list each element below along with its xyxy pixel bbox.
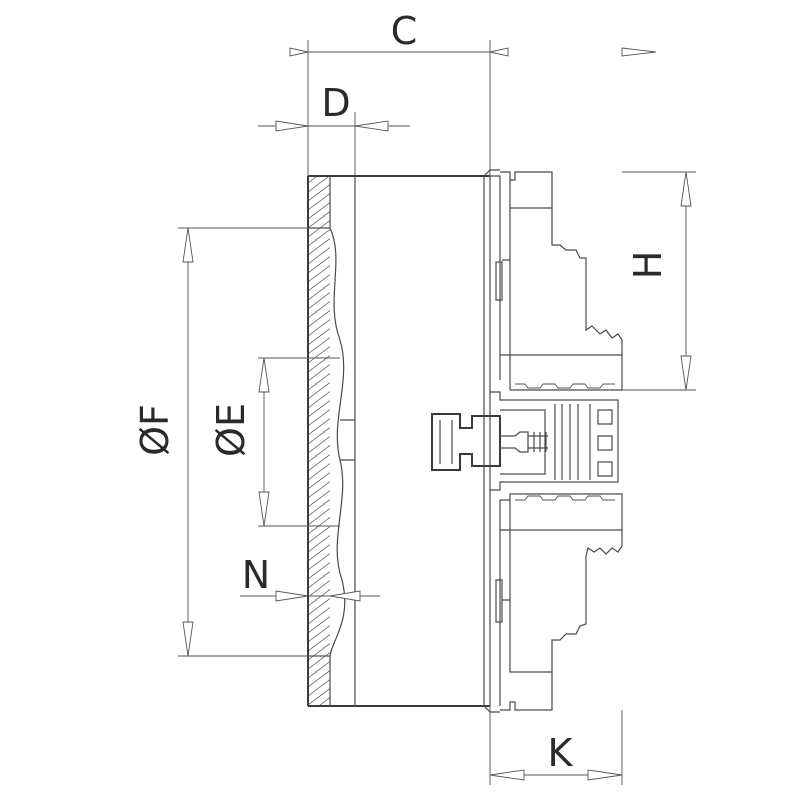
dimension-k xyxy=(489,706,623,785)
hatch-line xyxy=(308,211,330,229)
hatch-line xyxy=(308,634,330,652)
hatch-line xyxy=(308,355,330,373)
hatch-line xyxy=(308,229,330,247)
hatch-line xyxy=(308,553,330,571)
label-d: D xyxy=(321,81,350,125)
hatch-line xyxy=(308,481,330,499)
dimension-f xyxy=(178,227,330,657)
middle-jaw xyxy=(431,391,619,491)
hatch-line xyxy=(308,176,318,184)
hatch-line xyxy=(308,337,330,355)
hatch-line xyxy=(308,661,330,679)
label-n: N xyxy=(242,553,270,597)
upper-jaw xyxy=(495,171,623,391)
hatch-line xyxy=(300,726,340,756)
hatch-line xyxy=(308,535,330,553)
hatch-line xyxy=(308,445,330,463)
hatch-line xyxy=(308,292,330,310)
hatch-line xyxy=(308,436,330,454)
hatch-line xyxy=(308,301,330,319)
hatch-line xyxy=(308,652,330,670)
hatch-line xyxy=(308,427,330,445)
hatch-line xyxy=(308,616,330,634)
hatch-line xyxy=(308,517,330,535)
hatch-line xyxy=(308,283,330,301)
hatch-line xyxy=(308,580,330,598)
label-e: ØE xyxy=(209,403,253,457)
dimension-d xyxy=(258,112,410,176)
hatch-line xyxy=(300,717,340,747)
hatch-line xyxy=(308,463,330,481)
flange-hatching xyxy=(300,176,340,756)
hatch-line xyxy=(308,373,330,391)
hatch-line xyxy=(308,571,330,589)
hatch-line xyxy=(308,202,330,220)
hatch-line xyxy=(308,176,330,193)
hatch-line xyxy=(308,400,330,418)
label-k: K xyxy=(548,731,574,775)
hatch-line xyxy=(308,562,330,580)
hatch-line xyxy=(308,490,330,508)
hatch-line xyxy=(308,193,330,211)
lower-jaw xyxy=(495,493,623,711)
hatch-line xyxy=(308,526,330,544)
hatch-line xyxy=(308,544,330,562)
chuck-body xyxy=(300,169,501,756)
hatch-line xyxy=(308,688,330,706)
dimension-e xyxy=(258,357,340,527)
hatch-line xyxy=(308,409,330,427)
hatch-line xyxy=(308,382,330,400)
hatch-line xyxy=(308,499,330,517)
hatch-line xyxy=(308,247,330,265)
hatch-line xyxy=(308,391,330,409)
hatch-line xyxy=(300,699,340,729)
hatch-line xyxy=(308,256,330,274)
hatch-line xyxy=(308,625,330,643)
hatch-line xyxy=(308,265,330,283)
hatch-line xyxy=(308,508,330,526)
dimension-n xyxy=(240,590,380,602)
label-c: C xyxy=(391,9,418,53)
hatch-line xyxy=(308,346,330,364)
dimension-h xyxy=(622,171,696,391)
label-f: ØF xyxy=(133,404,177,456)
hatch-line xyxy=(308,364,330,382)
hatch-line xyxy=(308,670,330,688)
hatch-line xyxy=(308,454,330,472)
hatch-line xyxy=(308,319,330,337)
hatch-line xyxy=(308,274,330,292)
hatch-line xyxy=(308,607,330,625)
label-h: H xyxy=(626,251,670,280)
dimension-c xyxy=(289,40,657,176)
hatch-line xyxy=(300,708,340,738)
hatch-line xyxy=(308,598,330,616)
hatch-line xyxy=(308,184,330,202)
hatch-line xyxy=(308,643,330,661)
hatch-line xyxy=(308,310,330,328)
hatch-line xyxy=(308,418,330,436)
hatch-line xyxy=(308,238,330,256)
hatch-line xyxy=(308,589,330,607)
hatch-line xyxy=(308,679,330,697)
hatch-line xyxy=(308,328,330,346)
hatch-line xyxy=(308,472,330,490)
